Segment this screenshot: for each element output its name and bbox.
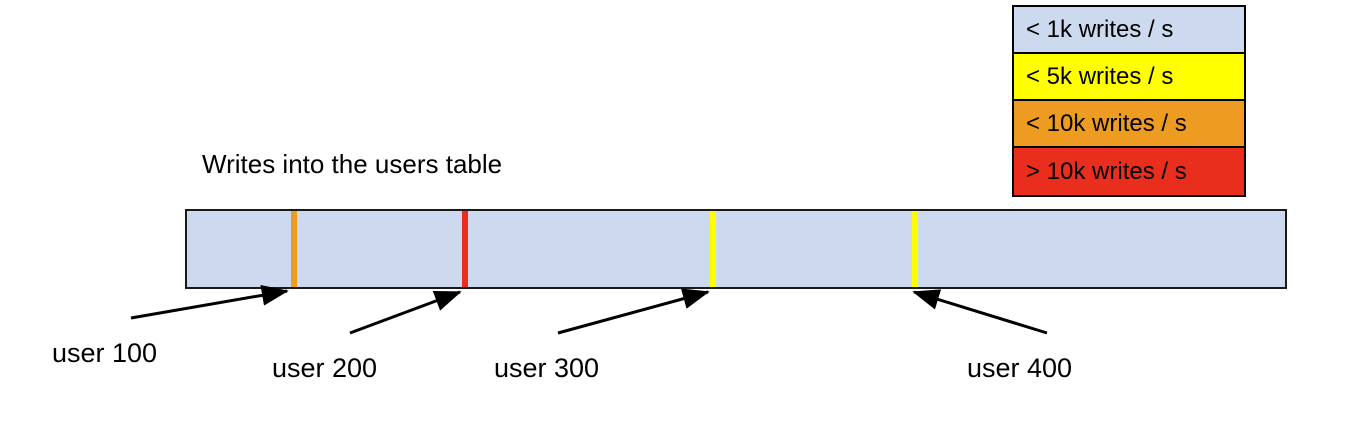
legend-label-lt-1k: < 1k writes / s [1026,15,1174,43]
write-rate-legend: < 1k writes / s < 5k writes / s < 10k wr… [1012,5,1246,197]
callout-label-user-100: user 100 [52,338,158,368]
chart-title: Writes into the users table [202,149,503,179]
arrow-user-100 [130,284,289,320]
legend-row-lt-5k: < 5k writes / s [1014,54,1244,101]
legend-row-lt-1k: < 1k writes / s [1014,7,1244,54]
callout-label-user-200: user 200 [272,353,378,383]
callout-label-user-300: user 300 [494,353,600,383]
users-table-bar [185,209,1287,289]
stripe-user-400 [912,211,918,287]
legend-row-lt-10k: < 10k writes / s [1014,101,1244,148]
stripe-user-300 [710,211,716,287]
legend-row-gt-10k: > 10k writes / s [1014,148,1244,195]
arrow-user-400 [912,289,1048,335]
arrow-user-300 [557,288,710,335]
arrow-user-200 [349,290,462,335]
stripe-user-200 [462,211,468,287]
legend-label-gt-10k: > 10k writes / s [1026,157,1187,185]
callout-label-user-400: user 400 [967,353,1073,383]
stripe-user-100 [291,211,297,287]
legend-label-lt-5k: < 5k writes / s [1026,62,1174,90]
legend-label-lt-10k: < 10k writes / s [1026,109,1187,137]
